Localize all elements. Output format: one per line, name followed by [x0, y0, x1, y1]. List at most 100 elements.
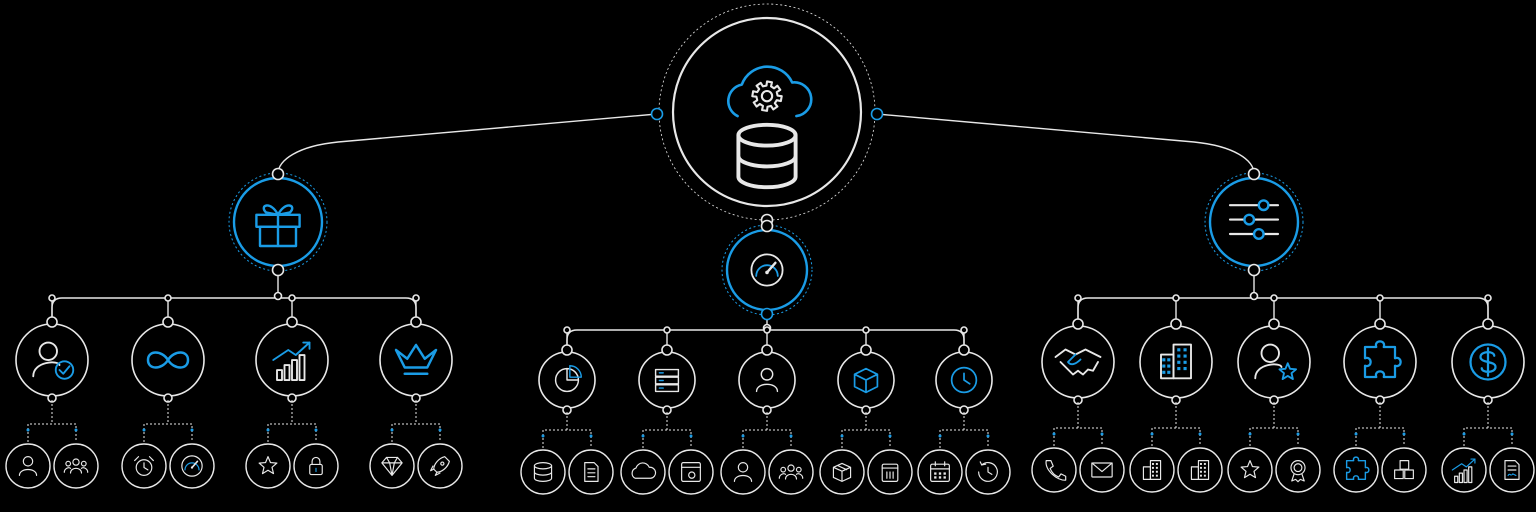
- connector-dot: [271, 167, 285, 181]
- settings-window-icon: [681, 462, 701, 482]
- star-icon: [1240, 460, 1260, 479]
- growth-chart-icon: [272, 341, 311, 381]
- trash-bin-icon: [881, 463, 899, 482]
- leaf-marker: [589, 434, 593, 438]
- leaf-connector: [542, 429, 592, 448]
- dollar-coin-icon: [1469, 343, 1507, 381]
- leaf-marker: [789, 434, 793, 438]
- leaf-marker: [1354, 432, 1358, 436]
- child-node-office-building-icon: [1139, 325, 1213, 399]
- leaf-node-diamond-icon: [369, 443, 415, 489]
- leaf-connector: [267, 423, 317, 442]
- connector-dot: [650, 107, 664, 121]
- leaf-marker: [888, 434, 892, 438]
- leaf-marker: [314, 428, 318, 432]
- connector-dot: [563, 326, 571, 334]
- leaf-marker: [190, 428, 194, 432]
- calendar-icon: [930, 461, 950, 482]
- leaf-node-speedometer-icon: [169, 443, 215, 489]
- user-icon: [755, 367, 779, 393]
- infinity-icon: [146, 351, 190, 369]
- connector-dot: [410, 316, 422, 328]
- connector-dot: [870, 107, 884, 121]
- connector-dot: [561, 344, 573, 356]
- leaf-node-puzzle-icon: [1333, 447, 1379, 493]
- leaf-marker: [1052, 432, 1056, 436]
- leaf-marker: [390, 428, 394, 432]
- connector-dot: [1268, 318, 1280, 330]
- user-icon: [18, 456, 38, 476]
- pie-chart-icon: [554, 365, 582, 393]
- speedometer-icon: [750, 253, 784, 287]
- connector-dot: [46, 316, 58, 328]
- connector-dot: [162, 316, 174, 328]
- leaf-node-phone-icon: [1031, 447, 1077, 493]
- leaf-node-cloud-icon: [620, 449, 666, 495]
- leaf-connector: [1355, 427, 1405, 446]
- connector-dot: [271, 263, 285, 277]
- leaf-marker: [26, 428, 30, 432]
- leaf-marker: [438, 428, 442, 432]
- star-icon: [258, 456, 278, 475]
- user-star-icon: [1254, 343, 1298, 381]
- connector-dot: [1172, 294, 1180, 302]
- server-icon: [654, 368, 680, 393]
- connector-dot: [1247, 263, 1261, 277]
- leaf-marker: [986, 434, 990, 438]
- leaf-connector: [1463, 427, 1513, 446]
- leaf-node-star-icon: [1227, 447, 1273, 493]
- user-check-icon: [32, 341, 75, 380]
- lock-icon: [309, 456, 323, 476]
- child-node-crown-icon: [379, 323, 453, 397]
- hub-node-speedometer-icon: [721, 224, 813, 316]
- leaf-node-building-icon: [1129, 447, 1175, 493]
- leaf-node-database-icon: [520, 449, 566, 495]
- connector-dot: [1249, 291, 1259, 301]
- gift-icon: [255, 204, 301, 248]
- puzzle-icon: [1363, 340, 1402, 379]
- connector-dot: [1170, 318, 1182, 330]
- connector-dot: [273, 291, 283, 301]
- leaf-connector: [742, 429, 792, 448]
- database-icon: [533, 462, 553, 482]
- connector-dot: [862, 326, 870, 334]
- leaf-marker: [541, 434, 545, 438]
- branch-connector: [876, 113, 1255, 175]
- growth-chart-icon: [1451, 458, 1476, 484]
- leaf-marker: [142, 428, 146, 432]
- diamond-icon: [381, 456, 403, 476]
- connector-dot: [1072, 318, 1084, 330]
- building-icon: [1190, 460, 1210, 480]
- child-node-server-icon: [638, 351, 696, 409]
- leaf-connector: [1053, 427, 1103, 446]
- leaf-node-document-icon: [568, 449, 614, 495]
- leaf-connector: [841, 429, 891, 448]
- building-icon: [1142, 460, 1162, 480]
- leaf-connector: [1249, 427, 1299, 446]
- leaf-node-rocket-icon: [417, 443, 463, 489]
- leaf-node-blocks-icon: [1381, 447, 1427, 493]
- blocks-icon: [1394, 460, 1414, 480]
- handshake-icon: [1054, 348, 1102, 376]
- leaf-node-calendar-icon: [917, 449, 963, 495]
- connector-dot: [760, 219, 774, 233]
- leaf-marker: [1510, 432, 1514, 436]
- connector-dot: [761, 344, 773, 356]
- leaf-connector: [939, 429, 989, 448]
- office-building-icon: [1160, 343, 1192, 380]
- leaf-connector: [642, 429, 692, 448]
- contract-icon: [1504, 460, 1520, 480]
- connector-dot: [48, 294, 56, 302]
- leaf-node-team-icon: [53, 443, 99, 489]
- connector-dot: [1482, 318, 1494, 330]
- connector-dot: [960, 326, 968, 334]
- leaf-marker: [1402, 432, 1406, 436]
- clock-icon: [950, 366, 978, 394]
- speedometer-icon: [181, 455, 203, 477]
- connector-dot: [1074, 294, 1082, 302]
- cloud-gear-icon: [727, 65, 813, 118]
- rocket-icon: [430, 456, 450, 476]
- team-icon: [63, 458, 89, 474]
- leaf-marker: [1100, 432, 1104, 436]
